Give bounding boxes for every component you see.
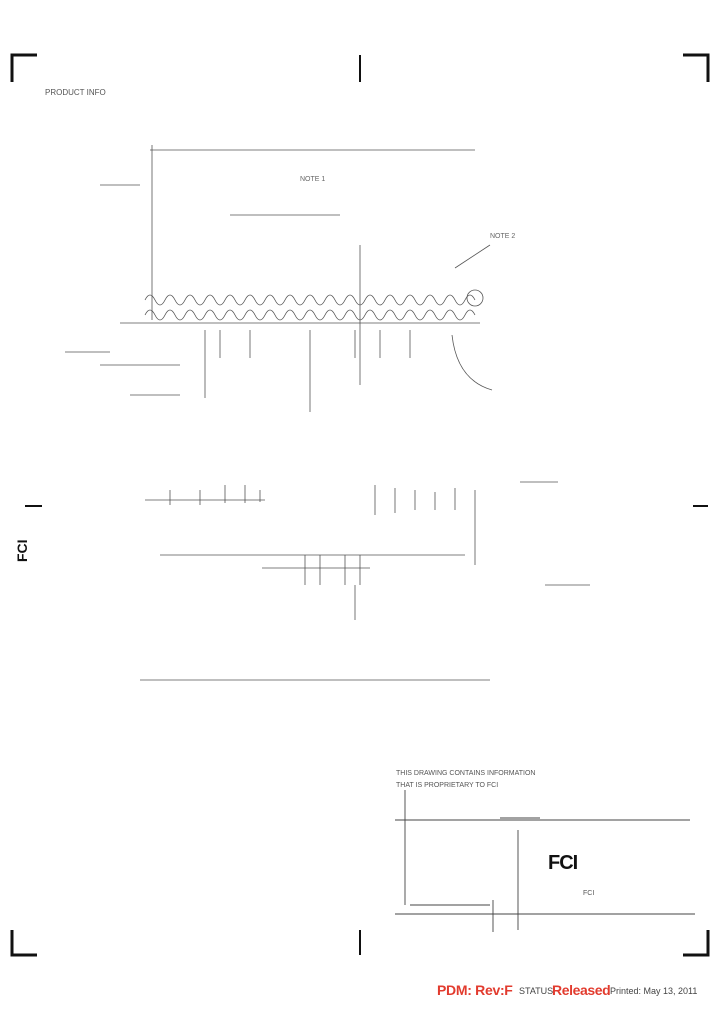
- corner-mark-top-left: [10, 53, 37, 82]
- title-block-row: THIS DRAWING CONTAINS INFORMATION: [396, 770, 536, 777]
- corner-mark-bottom-right: [683, 930, 710, 957]
- title-block: [395, 790, 695, 932]
- status-value: Released: [552, 982, 611, 998]
- side-view: [140, 481, 590, 681]
- note-label: NOTE 2: [490, 233, 516, 240]
- title-block-row: THAT IS PROPRIETARY TO FCI: [396, 782, 499, 789]
- product-info-note: PRODUCT INFO: [45, 88, 106, 97]
- fci-logo-vertical: FCI: [14, 539, 30, 562]
- status-label: STATUS:: [519, 986, 556, 996]
- sheet-corner-marks: [10, 53, 710, 957]
- top-view: [65, 145, 493, 412]
- note-label: NOTE 1: [300, 176, 326, 183]
- company-name: FCI: [583, 890, 595, 897]
- corner-mark-bottom-left: [10, 930, 37, 957]
- corner-mark-top-right: [683, 53, 710, 82]
- printed-date: Printed: May 13, 2011: [610, 986, 698, 996]
- sheet-zone-ticks: [25, 55, 708, 955]
- pdm-revision: PDM: Rev:F: [437, 982, 513, 998]
- fci-logo: FCI: [548, 852, 578, 874]
